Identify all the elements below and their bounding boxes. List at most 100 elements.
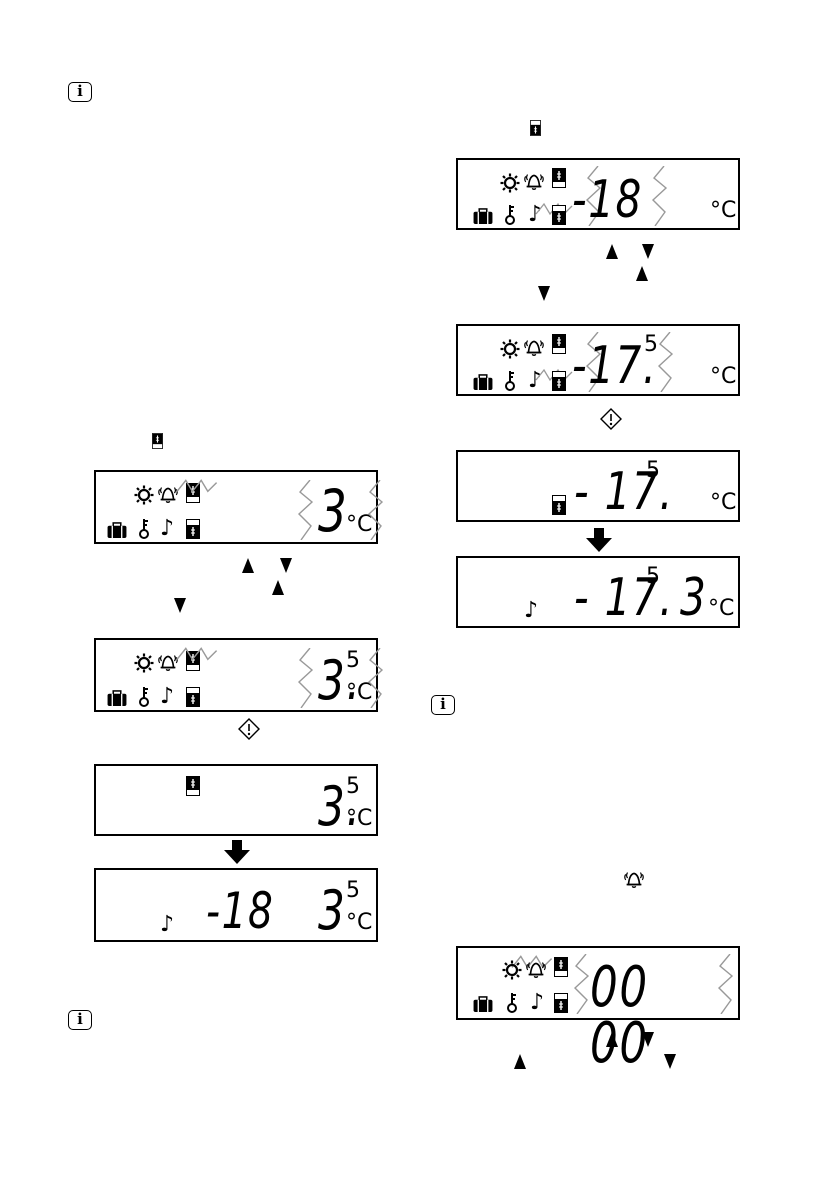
thermometer-icon bbox=[554, 993, 568, 1013]
thermometer-icon bbox=[552, 494, 566, 516]
temperature-value: - 17. bbox=[574, 462, 674, 522]
unit-label: °C bbox=[346, 512, 373, 537]
timer-set-display: ♪ 00 00 bbox=[456, 946, 740, 1072]
up-arrow-icon bbox=[514, 1054, 526, 1069]
unit-label: °C bbox=[710, 198, 737, 223]
up-arrow-icon bbox=[272, 580, 284, 595]
flash-icon bbox=[296, 480, 316, 540]
sun-icon bbox=[500, 173, 520, 193]
suitcase-icon bbox=[472, 374, 494, 391]
temperature-value: -17. bbox=[572, 336, 658, 396]
suitcase-icon bbox=[106, 690, 128, 707]
alarm-bell-icon bbox=[622, 868, 646, 890]
fridge-temperature-value: 3 bbox=[318, 879, 347, 942]
thermometer-icon bbox=[552, 334, 566, 354]
flash-icon bbox=[174, 644, 224, 666]
info-icon: i bbox=[68, 1010, 92, 1030]
freezer-adjust-display: ♪ -17. 5 °C bbox=[456, 324, 740, 396]
freezer-temperature-value: - 17. bbox=[574, 568, 674, 628]
temperature-value: -18 bbox=[572, 170, 643, 230]
info-icon: i bbox=[431, 695, 455, 715]
decimal-value: 5 bbox=[346, 774, 360, 799]
timer-value: 00 00 bbox=[590, 955, 649, 1076]
suitcase-icon bbox=[472, 208, 494, 225]
unit-label: °C bbox=[346, 910, 373, 935]
up-arrow-icon bbox=[242, 558, 254, 573]
freezer-result-display: ♪ - 17. 5 3 °C bbox=[456, 556, 740, 628]
thermometer-icon bbox=[554, 957, 568, 977]
temperature-value: 3. bbox=[318, 775, 362, 838]
alarm-bell-icon bbox=[522, 336, 546, 358]
key-icon bbox=[504, 204, 516, 226]
fridge-result-display: ♪ -18 3 5 °C bbox=[94, 868, 378, 942]
thermometer-icon bbox=[186, 519, 200, 539]
thermometer-icon bbox=[530, 120, 541, 136]
fridge-confirm-display: 3. 5 °C bbox=[94, 764, 378, 836]
freezer-confirm-display: - 17. 5 °C bbox=[456, 450, 740, 522]
sun-icon bbox=[134, 653, 154, 673]
down-arrow-icon bbox=[642, 244, 654, 259]
down-arrow-icon bbox=[642, 1032, 654, 1047]
unit-label: °C bbox=[710, 490, 737, 515]
music-note-icon: ♪ bbox=[160, 516, 175, 541]
down-arrow-icon bbox=[664, 1054, 676, 1069]
thermometer-icon bbox=[152, 433, 163, 449]
ok-button-icon bbox=[600, 408, 622, 430]
music-note-icon: ♪ bbox=[160, 684, 175, 709]
flash-icon bbox=[650, 166, 670, 226]
suitcase-icon bbox=[472, 996, 494, 1013]
sun-icon bbox=[500, 339, 520, 359]
key-icon bbox=[138, 518, 150, 540]
unit-label: °C bbox=[708, 596, 735, 621]
down-arrow-icon bbox=[280, 558, 292, 573]
key-icon bbox=[504, 370, 516, 392]
flash-icon bbox=[296, 648, 316, 708]
up-arrow-icon bbox=[636, 266, 648, 281]
unit-label: °C bbox=[710, 364, 737, 389]
next-step-arrow-icon bbox=[584, 528, 614, 552]
sun-icon bbox=[134, 485, 154, 505]
up-arrow-icon bbox=[606, 1032, 618, 1047]
thermometer-icon bbox=[186, 687, 200, 707]
flash-icon bbox=[656, 332, 676, 392]
music-note-icon: ♪ bbox=[530, 990, 545, 1015]
freezer-set-display: ♪ -18 °C bbox=[456, 158, 740, 230]
music-note-icon: ♪ bbox=[160, 912, 175, 937]
flash-icon bbox=[366, 480, 386, 540]
decimal-value: 5 bbox=[346, 878, 360, 903]
key-icon bbox=[138, 686, 150, 708]
decimal-value: 5 bbox=[644, 332, 658, 357]
thermometer-icon bbox=[552, 205, 566, 225]
down-arrow-icon bbox=[174, 598, 186, 613]
alarm-bell-icon bbox=[524, 958, 548, 980]
sun-icon bbox=[502, 960, 522, 980]
fridge-set-display: ♪ 3 °C bbox=[94, 470, 378, 544]
temperature-value: 3 bbox=[318, 477, 349, 545]
next-step-arrow-icon bbox=[222, 840, 252, 864]
unit-label: °C bbox=[346, 806, 373, 831]
fridge-temperature-value: 3 bbox=[680, 568, 708, 628]
flash-icon bbox=[366, 648, 386, 708]
unit-label: °C bbox=[346, 680, 373, 705]
thermometer-icon bbox=[186, 774, 200, 798]
info-icon: i bbox=[68, 82, 92, 102]
down-arrow-icon bbox=[538, 286, 550, 301]
temperature-value: 3. bbox=[318, 649, 362, 712]
ok-button-icon bbox=[238, 718, 260, 740]
fridge-adjust-display: ♪ 3. 5 °C bbox=[94, 638, 378, 712]
suitcase-icon bbox=[106, 522, 128, 539]
thermometer-icon bbox=[552, 168, 566, 188]
flash-icon bbox=[716, 954, 736, 1014]
music-note-icon: ♪ bbox=[524, 598, 539, 623]
thermometer-icon bbox=[552, 371, 566, 391]
flash-icon bbox=[174, 476, 224, 498]
music-note-icon: ♪ bbox=[528, 202, 543, 227]
alarm-bell-icon bbox=[522, 170, 546, 192]
freezer-temperature-value: -18 bbox=[206, 882, 275, 940]
up-arrow-icon bbox=[606, 244, 618, 259]
decimal-value: 5 bbox=[646, 564, 660, 589]
music-note-icon: ♪ bbox=[528, 368, 543, 393]
decimal-value: 5 bbox=[346, 648, 360, 673]
key-icon bbox=[506, 992, 518, 1014]
flash-icon bbox=[572, 954, 592, 1014]
